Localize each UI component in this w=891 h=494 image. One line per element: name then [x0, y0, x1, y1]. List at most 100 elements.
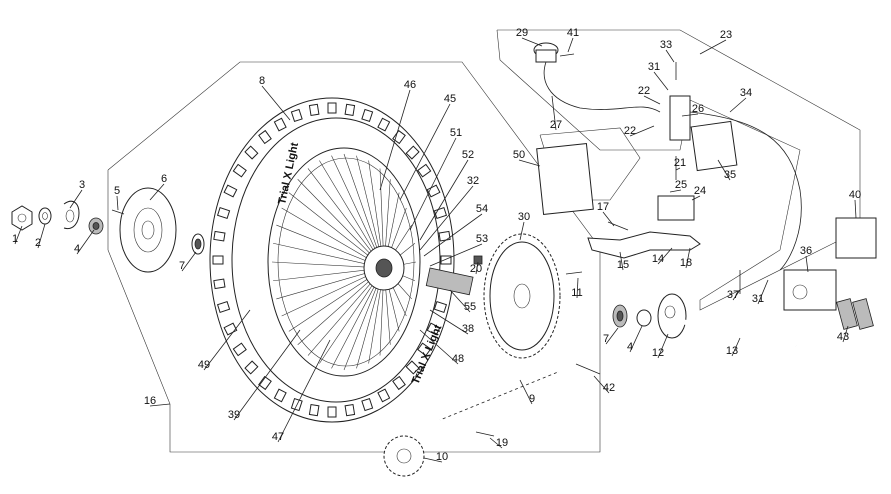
leader-line [419, 159, 469, 241]
spacer-7-left [191, 233, 205, 255]
part-number-label: 22 [624, 125, 636, 137]
part-number-label: 52 [462, 149, 474, 161]
leader-line [69, 189, 83, 209]
part-number-label: 49 [198, 359, 210, 371]
spacer-4-right [636, 309, 652, 327]
leader-line [419, 185, 474, 251]
part-number-label: 31 [648, 61, 660, 73]
brake-reservoir [533, 42, 559, 63]
part-number-label: 35 [724, 169, 736, 181]
chain-link-19 [475, 431, 495, 437]
chain-adjuster-right [657, 293, 687, 339]
leader-line [854, 199, 857, 219]
decal-50 [536, 143, 594, 215]
part-number-label: 17 [597, 201, 609, 213]
part-number-label: 22 [638, 85, 650, 97]
tread-block [405, 360, 420, 375]
bracket-24 [657, 195, 695, 221]
drive-chain [439, 371, 559, 421]
part-number-label: 4 [627, 341, 633, 353]
part-number-label: 31 [752, 293, 764, 305]
tread-block [327, 102, 337, 114]
tread-block [426, 184, 441, 198]
tread-block [392, 375, 406, 391]
tread-block [327, 406, 337, 418]
part-number-label: 33 [660, 39, 672, 51]
rear-sprocket [483, 233, 561, 359]
part-number-label: 19 [496, 437, 508, 449]
brake-hose [689, 111, 802, 271]
part-number-label: 37 [727, 289, 739, 301]
tread-block [216, 207, 231, 220]
master-cylinder [669, 95, 691, 141]
leader-line [181, 251, 197, 272]
leader-line [576, 277, 579, 299]
leader-line [518, 159, 541, 167]
bolt-5 [111, 209, 125, 215]
leader-line [653, 71, 669, 91]
part-number-label: 45 [444, 93, 456, 105]
brake-disc [119, 187, 177, 273]
leader-line [732, 289, 741, 301]
part-number-label: 40 [849, 189, 861, 201]
part-number-label: 50 [513, 149, 525, 161]
tread-block [308, 103, 320, 117]
tread-block [433, 300, 448, 313]
leader-line [429, 309, 469, 335]
part-number-label: 12 [652, 347, 664, 359]
part-number-label: 48 [452, 353, 464, 365]
tread-block [216, 300, 231, 313]
leader-line [521, 37, 543, 47]
reservoir-hose [543, 61, 661, 113]
spacer-left [88, 217, 104, 235]
tread-block [273, 117, 287, 132]
spacer-7-right [612, 304, 628, 328]
tread-block [232, 342, 247, 357]
part-number-label: 25 [675, 179, 687, 191]
tread-block [344, 403, 356, 417]
leader-line [593, 375, 610, 394]
leader-line [261, 85, 291, 121]
tread-block [244, 145, 259, 160]
tread-block [213, 278, 226, 290]
leader-line [805, 255, 809, 273]
leader-line [629, 125, 655, 137]
leader-line [551, 95, 557, 131]
part-number-label: 18 [680, 257, 692, 269]
part-number-label: 38 [462, 323, 474, 335]
wheel-group-outline [107, 61, 601, 453]
decal-35 [690, 120, 738, 172]
axle-nut [11, 205, 33, 231]
part-number-label: 42 [603, 382, 615, 394]
part-number-label: 46 [404, 79, 416, 91]
part-number-label: 14 [652, 253, 664, 265]
leader-line [277, 339, 331, 443]
leader-line [567, 37, 574, 53]
part-number-label: 47 [272, 431, 284, 443]
front-sprocket [383, 435, 425, 477]
tread-block [392, 129, 406, 145]
part-number-label: 53 [476, 233, 488, 245]
leader-line [669, 189, 682, 193]
brake-pedal [587, 231, 701, 259]
part-number-label: 29 [516, 27, 528, 39]
leader-line [757, 279, 769, 305]
leader-line [233, 329, 301, 421]
tread-block [290, 108, 303, 123]
leader-line [409, 137, 457, 231]
tread-block [258, 129, 272, 145]
rear-tire [209, 97, 455, 423]
leader-line [643, 95, 661, 105]
part-number-label: 3 [79, 179, 85, 191]
leader-line [699, 39, 727, 55]
leader-line [429, 243, 483, 267]
tread-block [377, 117, 391, 132]
leader-line [675, 167, 681, 171]
leader-line [149, 183, 165, 201]
leader-line [619, 251, 624, 271]
part-number-label: 34 [740, 87, 752, 99]
tread-block [361, 397, 374, 412]
leader-line [729, 97, 747, 113]
leader-line [629, 325, 643, 353]
bolt-11 [565, 271, 583, 275]
